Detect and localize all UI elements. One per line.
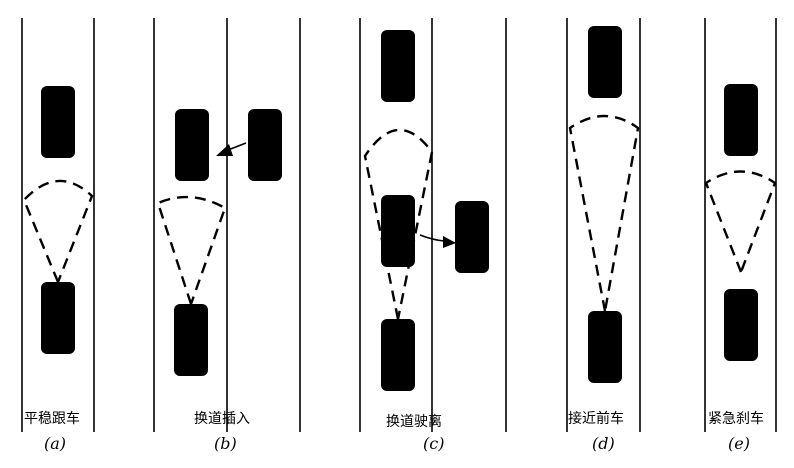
- panel-label: 换道驶离: [386, 413, 442, 430]
- sensor-range-cone: [22, 179, 94, 286]
- ego-car: [174, 304, 208, 376]
- sensor-range-cone: [704, 170, 777, 276]
- panel-caption: (d): [592, 434, 615, 453]
- merging-car-ghost: [175, 109, 209, 181]
- panel-label: 接近前车: [568, 410, 624, 427]
- panel-a: 平稳跟车 (a): [21, 18, 95, 453]
- lead-car: [41, 86, 75, 158]
- panel-label: 换道插入: [194, 410, 250, 427]
- sensor-range-cone: [363, 128, 434, 320]
- panel-d: 接近前车 (d): [566, 18, 641, 453]
- ego-car: [724, 289, 758, 361]
- lane-change-arrow: [419, 234, 445, 242]
- panel-caption: (e): [728, 434, 750, 453]
- sensor-range-cone: [568, 114, 640, 312]
- ego-car: [381, 319, 415, 391]
- ego-car: [588, 311, 622, 383]
- arrow-head-icon: [443, 236, 456, 248]
- panel-caption: (a): [44, 434, 66, 453]
- merging-car: [248, 109, 282, 181]
- panel-label: 紧急刹车: [708, 410, 764, 427]
- ego-car: [41, 282, 75, 354]
- departing-car-ghost: [455, 201, 489, 273]
- lead-car: [588, 26, 622, 98]
- panel-c: 换道驶离 (c): [359, 18, 507, 453]
- lead-car: [381, 30, 415, 102]
- arrow-head-icon: [216, 144, 233, 156]
- panel-e: 紧急刹车 (e): [704, 18, 777, 453]
- sensor-range-cone: [156, 195, 227, 308]
- panel-label: 平稳跟车: [24, 410, 80, 427]
- panel-caption: (b): [214, 434, 237, 453]
- lead-car: [724, 84, 758, 156]
- panel-b: 换道插入 (b): [153, 18, 301, 453]
- panel-caption: (c): [423, 434, 444, 453]
- lane-change-arrow: [227, 142, 247, 151]
